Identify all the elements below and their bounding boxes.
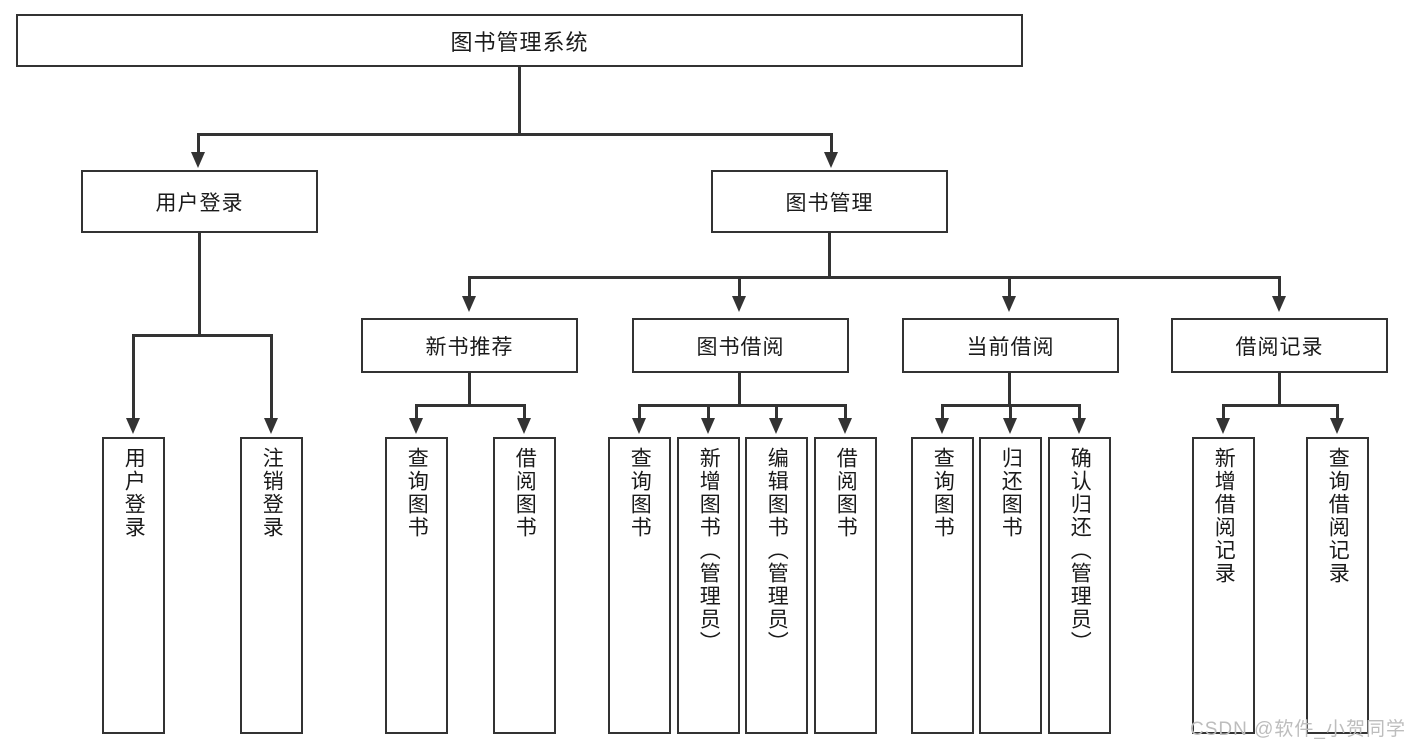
connector-bookmgmt-b4 xyxy=(1278,276,1281,298)
connector-bookmgmt-b2 xyxy=(738,276,741,298)
connector-root-to-bookmgmt xyxy=(830,133,833,155)
node-label: 新书推荐 xyxy=(425,335,514,359)
connector-borrow-stem xyxy=(738,373,741,406)
leaf-label: 查询图书 xyxy=(405,447,429,539)
leaf-label: 查询借阅记录 xyxy=(1326,447,1350,585)
arrow-to-user-login xyxy=(191,152,205,168)
leaf-record-query-record[interactable]: 查询借阅记录 xyxy=(1306,437,1369,734)
connector-current-l3 xyxy=(1078,404,1081,420)
connector-borrow-l1 xyxy=(638,404,641,420)
leaf-user-login[interactable]: 用户登录 xyxy=(102,437,165,734)
arrow-to-book-management xyxy=(824,152,838,168)
connector-bookmgmt-b1 xyxy=(468,276,471,298)
node-label: 用户登录 xyxy=(155,191,244,215)
leaf-label: 注销登录 xyxy=(260,447,284,539)
arrow-to-borrow-leaf-2 xyxy=(701,418,715,434)
leaf-logout-login[interactable]: 注销登录 xyxy=(240,437,303,734)
node-new-book-recommend[interactable]: 新书推荐 xyxy=(361,318,578,373)
connector-record-l2 xyxy=(1336,404,1339,420)
arrow-to-current-borrow xyxy=(1002,296,1016,312)
leaf-record-add-record[interactable]: 新增借阅记录 xyxy=(1192,437,1255,734)
connector-root-bus xyxy=(197,133,833,136)
leaf-recommend-query-book[interactable]: 查询图书 xyxy=(385,437,448,734)
leaf-label: 归还图书 xyxy=(999,447,1023,539)
node-label: 当前借阅 xyxy=(966,335,1055,359)
node-label: 借阅记录 xyxy=(1235,335,1324,359)
leaf-current-return-book[interactable]: 归还图书 xyxy=(979,437,1042,734)
node-label: 图书管理系统 xyxy=(450,29,589,55)
arrow-to-current-leaf-3 xyxy=(1072,418,1086,434)
connector-record-l1 xyxy=(1222,404,1225,420)
connector-record-stem xyxy=(1278,373,1281,406)
arrow-to-book-borrow xyxy=(732,296,746,312)
leaf-borrow-query-book[interactable]: 查询图书 xyxy=(608,437,671,734)
connector-bookmgmt-stem xyxy=(828,233,831,278)
connector-login-stem xyxy=(198,233,201,336)
node-label: 图书管理 xyxy=(785,191,874,215)
node-book-management[interactable]: 图书管理 xyxy=(711,170,948,233)
leaf-label: 新增图书（管理员） xyxy=(697,447,721,654)
connector-current-l1 xyxy=(941,404,944,420)
leaf-borrow-borrow-book[interactable]: 借阅图书 xyxy=(814,437,877,734)
leaf-label: 查询图书 xyxy=(931,447,955,539)
arrow-to-borrow-leaf-1 xyxy=(632,418,646,434)
node-borrow-record[interactable]: 借阅记录 xyxy=(1171,318,1388,373)
node-user-login[interactable]: 用户登录 xyxy=(81,170,318,233)
leaf-label: 借阅图书 xyxy=(834,447,858,539)
connector-borrow-bus xyxy=(638,404,846,407)
connector-root-stem xyxy=(518,67,521,135)
leaf-recommend-borrow-book[interactable]: 借阅图书 xyxy=(493,437,556,734)
connector-record-bus xyxy=(1222,404,1338,407)
watermark-text: CSDN @软件_小贺同学 xyxy=(1190,719,1405,740)
leaf-label: 确认归还（管理员） xyxy=(1068,447,1092,654)
leaf-label: 借阅图书 xyxy=(513,447,537,539)
arrow-to-recommend-leaf-1 xyxy=(409,418,423,434)
connector-recommend-bus xyxy=(415,404,525,407)
connector-bookmgmt-b3 xyxy=(1008,276,1011,298)
connector-borrow-l4 xyxy=(844,404,847,420)
watermark-csdn: CSDN @软件_小贺同学 xyxy=(1190,714,1405,741)
arrow-to-user-login-leaf xyxy=(126,418,140,434)
connector-login-right xyxy=(270,334,273,420)
arrow-to-borrow-record xyxy=(1272,296,1286,312)
arrow-to-recommend-leaf-2 xyxy=(517,418,531,434)
connector-current-stem xyxy=(1008,373,1011,406)
arrow-to-new-book-recommend xyxy=(462,296,476,312)
node-current-borrow[interactable]: 当前借阅 xyxy=(902,318,1119,373)
leaf-label: 查询图书 xyxy=(628,447,652,539)
node-book-borrow[interactable]: 图书借阅 xyxy=(632,318,849,373)
connector-borrow-l3 xyxy=(775,404,778,420)
leaf-current-confirm-return-admin[interactable]: 确认归还（管理员） xyxy=(1048,437,1111,734)
arrow-to-logout-leaf xyxy=(264,418,278,434)
leaf-label: 用户登录 xyxy=(122,447,146,539)
arrow-to-current-leaf-2 xyxy=(1003,418,1017,434)
arrow-to-record-leaf-1 xyxy=(1216,418,1230,434)
connector-recommend-stem xyxy=(468,373,471,406)
leaf-label: 新增借阅记录 xyxy=(1212,447,1236,585)
arrow-to-borrow-leaf-4 xyxy=(838,418,852,434)
connector-login-bus xyxy=(132,334,272,337)
connector-borrow-l2 xyxy=(707,404,710,420)
connector-bookmgmt-bus xyxy=(468,276,1280,279)
leaf-borrow-edit-book-admin[interactable]: 编辑图书（管理员） xyxy=(745,437,808,734)
connector-recommend-l2 xyxy=(523,404,526,420)
connector-current-l2 xyxy=(1009,404,1012,420)
node-label: 图书借阅 xyxy=(696,335,785,359)
connector-recommend-l1 xyxy=(415,404,418,420)
connector-root-to-login xyxy=(197,133,200,155)
connector-login-left xyxy=(132,334,135,420)
arrow-to-record-leaf-2 xyxy=(1330,418,1344,434)
arrow-to-borrow-leaf-3 xyxy=(769,418,783,434)
arrow-to-current-leaf-1 xyxy=(935,418,949,434)
leaf-borrow-add-book-admin[interactable]: 新增图书（管理员） xyxy=(677,437,740,734)
leaf-current-query-book[interactable]: 查询图书 xyxy=(911,437,974,734)
leaf-label: 编辑图书（管理员） xyxy=(765,447,789,654)
node-root-system[interactable]: 图书管理系统 xyxy=(16,14,1023,67)
